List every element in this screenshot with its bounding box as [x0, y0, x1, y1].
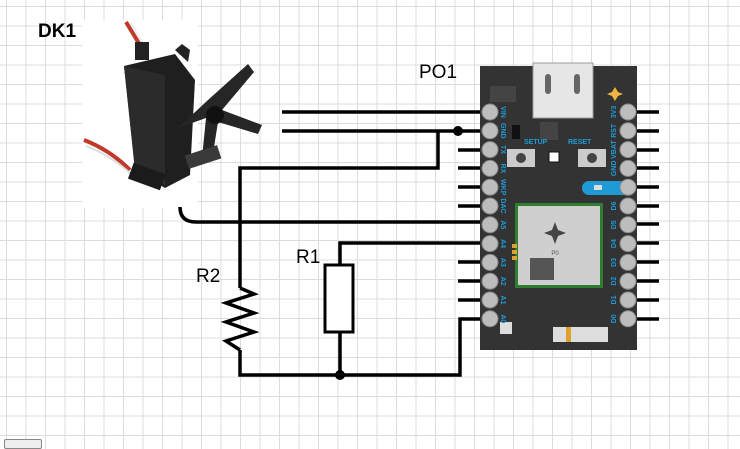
pin-rst[interactable] — [619, 122, 637, 140]
pin-label-d7: D7 — [611, 183, 618, 192]
resistor-r1-symbol[interactable] — [323, 263, 355, 334]
pin-rx[interactable] — [481, 159, 499, 177]
photon-board[interactable]: SETUP RESET P0 VIN GND TX RX WKP DAC A5A4A3A2A… — [480, 62, 637, 350]
pin-d3[interactable] — [619, 253, 637, 271]
power-led-icon — [607, 87, 623, 101]
wire-r1-to-a4[interactable] — [338, 241, 488, 265]
servo-cable-boot-icon — [135, 42, 149, 60]
reset-label: RESET — [568, 139, 592, 146]
regulator-icon — [512, 125, 520, 139]
pin-label-rst: RST — [611, 123, 618, 138]
pin-d0[interactable] — [619, 310, 637, 328]
servo-motor[interactable] — [83, 20, 262, 191]
r2-ref-label: R2 — [196, 266, 221, 287]
servo-mount-tab-icon — [175, 44, 190, 62]
pin-d7[interactable] — [619, 178, 637, 196]
particle-logo-icon — [544, 222, 566, 244]
qr-code-icon — [530, 258, 554, 280]
pin-d5[interactable] — [619, 216, 637, 234]
pin-d6[interactable] — [619, 197, 637, 215]
antenna-connector-icon — [500, 322, 512, 334]
pin-a4[interactable] — [481, 235, 499, 253]
pin-vin[interactable] — [481, 103, 499, 121]
servo-ref-label: DK1 — [38, 21, 77, 42]
rgb-led-icon — [548, 151, 560, 163]
pin-label-vin: VIN — [499, 106, 506, 118]
servo-face-icon — [124, 66, 165, 185]
pin-label-d2: D2 — [611, 277, 618, 286]
servo-cable-lower-icon — [83, 138, 132, 172]
pin-label-a1: A1 — [499, 296, 506, 305]
setup-button-cap-icon — [516, 153, 526, 163]
junction-dot-gnd — [453, 126, 463, 136]
pin-label-vbat: VBAT — [611, 140, 618, 159]
corner-button[interactable] — [4, 439, 42, 449]
pin-a3[interactable] — [481, 253, 499, 271]
pin-label-a5: A5 — [499, 220, 506, 229]
pin-label-d1: D1 — [611, 295, 618, 304]
pin-wkp[interactable] — [481, 178, 499, 196]
jumper-pad-icon — [512, 244, 517, 248]
setup-label: SETUP — [524, 139, 548, 146]
pin-label-d6: D6 — [611, 201, 618, 210]
d7-led-icon — [594, 185, 602, 190]
wire-bottom-ground-return[interactable] — [238, 317, 488, 377]
wire-servo-signal[interactable] — [178, 206, 488, 224]
junction-dot-ground — [335, 370, 345, 380]
pin-label-d3: D3 — [611, 258, 618, 267]
resistor-r2-symbol[interactable] — [220, 286, 260, 352]
servo-connector-icon — [127, 162, 166, 191]
pin-d2[interactable] — [619, 272, 637, 290]
pin-label-d0: D0 — [611, 314, 618, 323]
pin-label-tx: TX — [499, 145, 506, 154]
usb-port-slot-right-icon — [574, 74, 580, 94]
pin-label-a4: A4 — [499, 239, 506, 248]
jumper-pad-icon — [512, 250, 517, 254]
pin-label-a2: A2 — [499, 277, 506, 286]
pin-dac[interactable] — [481, 197, 499, 215]
r1-ref-label: R1 — [296, 247, 321, 268]
board-ref-label: PO1 — [419, 62, 458, 83]
servo-cable-top-icon — [124, 20, 142, 47]
reset-button-cap-icon — [587, 153, 597, 163]
servo-label-plate-icon — [184, 145, 222, 169]
chip-antenna-icon — [553, 327, 608, 342]
jumper-pad-icon — [512, 256, 517, 260]
pin-a5[interactable] — [481, 216, 499, 234]
pin-3v3[interactable] — [619, 103, 637, 121]
pin-label-3v3: 3V3 — [611, 106, 618, 119]
usb-port-slot-left-icon — [545, 74, 551, 94]
servo-shaft-icon — [206, 106, 224, 124]
pin-label-d4: D4 — [611, 239, 618, 248]
pin-label-rx: RX — [499, 164, 506, 174]
pin-label-d5: D5 — [611, 220, 618, 229]
pin-label-a3: A3 — [499, 258, 506, 267]
pin-label-a0: A0 — [499, 314, 506, 323]
pin-a2[interactable] — [481, 272, 499, 290]
pin-a0[interactable] — [481, 310, 499, 328]
chip-icon — [490, 86, 516, 102]
pin-tx[interactable] — [481, 141, 499, 159]
pin-label-gnd: GND — [499, 123, 506, 139]
chip-antenna-band-icon — [566, 327, 571, 342]
pin-gnd[interactable] — [481, 122, 499, 140]
pin-d4[interactable] — [619, 235, 637, 253]
pin-a1[interactable] — [481, 291, 499, 309]
pin-gnd[interactable] — [619, 159, 637, 177]
pin-d1[interactable] — [619, 291, 637, 309]
servo-cable-stripe-icon — [129, 21, 145, 46]
pin-label-wkp: WKP — [499, 179, 506, 196]
pin-vbat[interactable] — [619, 141, 637, 159]
pin-label-dac: DAC — [499, 198, 506, 213]
pin-label-gnd: GND — [611, 161, 618, 177]
chip-small-icon — [540, 122, 558, 140]
wire-gnd-to-r2[interactable] — [238, 131, 440, 288]
module-text: P0 — [551, 251, 559, 257]
usb-port-icon — [532, 62, 594, 119]
servo-cable-lower-stripe-icon — [85, 145, 133, 176]
